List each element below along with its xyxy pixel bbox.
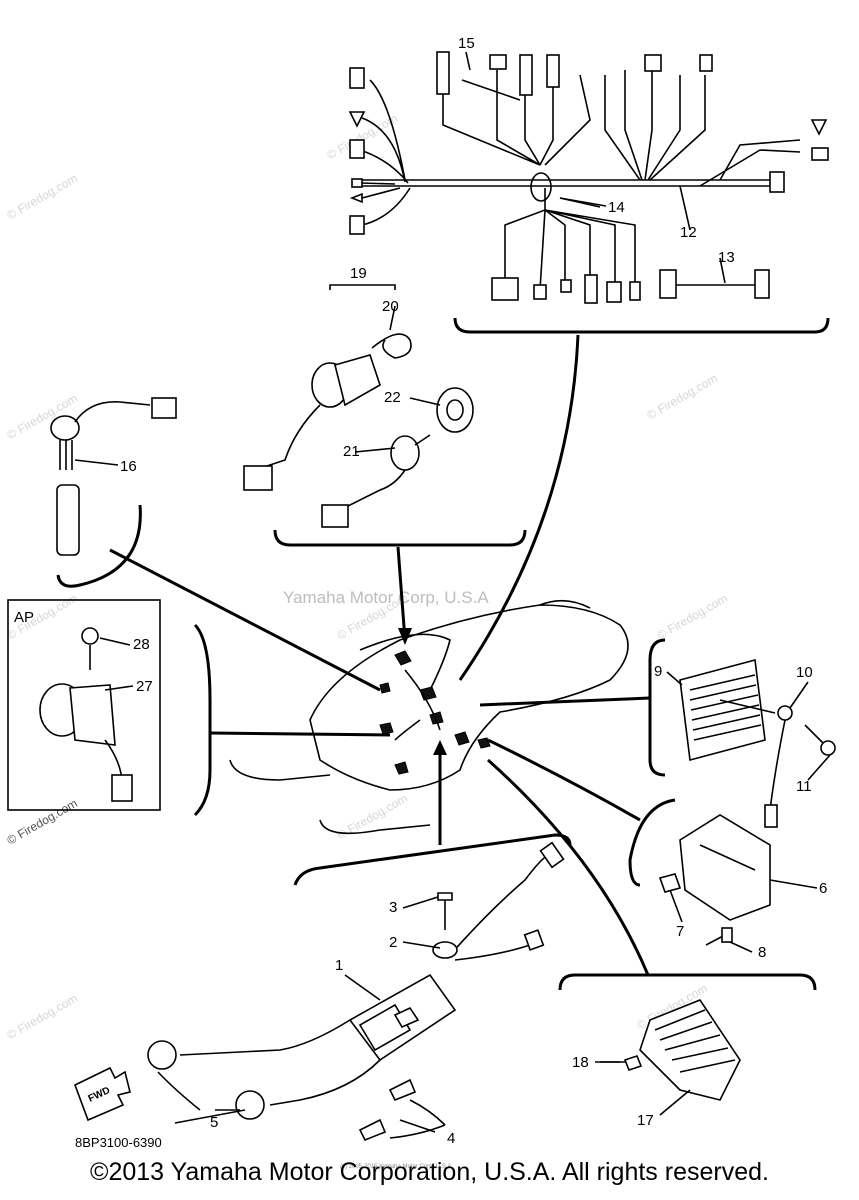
watermarks: © Firedog.com © Firedog.com © Firedog.co… <box>5 111 730 1043</box>
part-labels: 1 2 3 4 5 6 7 8 9 10 11 12 13 14 15 16 1… <box>14 35 827 1170</box>
part-label-27: 27 <box>136 678 153 695</box>
watermark: © Firedog.com <box>5 991 80 1043</box>
watermark: © Firedog.com <box>335 791 410 843</box>
part-label-12: 12 <box>680 224 697 241</box>
wire-harness-group <box>348 51 830 681</box>
part-label-2: 2 <box>389 934 397 951</box>
catalog-code: 8BP3100-6390 <box>75 1135 162 1150</box>
cdi-group <box>487 738 771 946</box>
part-label-11: 11 <box>796 778 812 795</box>
part-label-15: 15 <box>458 35 475 52</box>
part-label-17: 17 <box>637 1112 654 1129</box>
leader-lines <box>74 51 831 1133</box>
part-label-3: 3 <box>389 899 397 916</box>
part-label-7: 7 <box>676 923 684 940</box>
part-label-19: 19 <box>350 265 367 282</box>
center-watermark: Yamaha Motor Corp, U.S.A <box>283 588 489 607</box>
watermark: © Firedog.com <box>655 591 730 643</box>
part-label-4: 4 <box>447 1130 455 1147</box>
regulator-group <box>479 638 836 828</box>
part-label-18: 18 <box>572 1054 589 1071</box>
switch-group <box>243 284 527 641</box>
part-label-5: 5 <box>210 1114 218 1131</box>
part-label-10: 10 <box>796 664 813 681</box>
part-label-22: 22 <box>384 389 401 406</box>
part-label-1: 1 <box>335 957 343 974</box>
watermark: © Firedog.com <box>5 796 80 848</box>
part-label-28: 28 <box>133 636 150 653</box>
copyright-footer: ©2013 Yamaha Motor Corporation, U.S.A. A… <box>90 1158 769 1186</box>
part-label-20: 20 <box>382 298 399 315</box>
part-label-9: 9 <box>654 663 662 680</box>
part-label-14: 14 <box>608 199 625 216</box>
part-label-6: 6 <box>819 880 827 897</box>
part-label-16: 16 <box>120 458 137 475</box>
tiny-print: (c) 2005-2015 Yamaha Motor Corp, U.S.A <box>340 1164 452 1170</box>
ap-box <box>7 599 391 817</box>
rectifier-group <box>487 758 817 1101</box>
ap-label: AP <box>14 609 34 626</box>
watermark: © Firedog.com <box>5 171 80 223</box>
watermark: © Firedog.com <box>645 371 720 423</box>
snowmobile-outline <box>229 599 629 835</box>
part-label-13: 13 <box>718 249 735 266</box>
part-label-8: 8 <box>758 944 766 961</box>
ignition-coil-group <box>73 833 572 1142</box>
part-label-21: 21 <box>343 443 360 460</box>
sensor-16-group <box>50 397 381 692</box>
